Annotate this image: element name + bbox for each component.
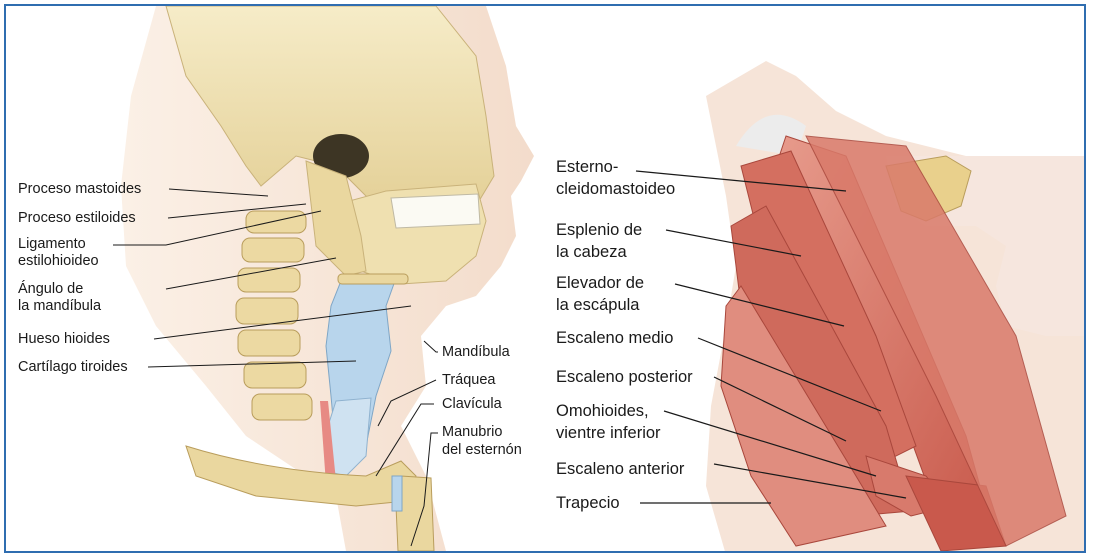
label-escaleno-posterior: Escaleno posterior xyxy=(556,366,693,388)
label-manubrio-line2: del esternón xyxy=(442,442,522,459)
label-cartilago-tiroides: Cartílago tiroides xyxy=(18,359,128,376)
label-manubrio-line1: Manubrio xyxy=(442,424,502,441)
anatomy-illustration xyxy=(6,6,1086,553)
label-omohioides-line2: vientre inferior xyxy=(556,422,661,444)
label-elevador-line2: la escápula xyxy=(556,294,639,316)
label-ligamento-line2: estilohioideo xyxy=(18,253,99,270)
label-proceso-estiloides: Proceso estiloides xyxy=(18,210,136,227)
label-escaleno-medio: Escaleno medio xyxy=(556,327,673,349)
label-hueso-hioides: Hueso hioides xyxy=(18,331,110,348)
label-traquea: Tráquea xyxy=(442,372,495,389)
label-esterno-line1: Esterno- xyxy=(556,156,618,178)
label-esplenio-line1: Esplenio de xyxy=(556,219,642,241)
figure-frame: Proceso mastoides Proceso estiloides Lig… xyxy=(4,4,1086,553)
label-mandibula: Mandíbula xyxy=(442,344,510,361)
label-ligamento-line1: Ligamento xyxy=(18,236,86,253)
label-trapecio: Trapecio xyxy=(556,492,620,514)
label-angulo-line2: la mandíbula xyxy=(18,298,101,315)
label-omohioides-line1: Omohioides, xyxy=(556,400,649,422)
label-esplenio-line2: la cabeza xyxy=(556,241,627,263)
label-clavicula: Clavícula xyxy=(442,396,502,413)
label-escaleno-anterior: Escaleno anterior xyxy=(556,458,684,480)
label-esterno-line2: cleidomastoideo xyxy=(556,178,675,200)
label-elevador-line1: Elevador de xyxy=(556,272,644,294)
label-proceso-mastoides: Proceso mastoides xyxy=(18,181,141,198)
label-angulo-line1: Ángulo de xyxy=(18,281,83,298)
